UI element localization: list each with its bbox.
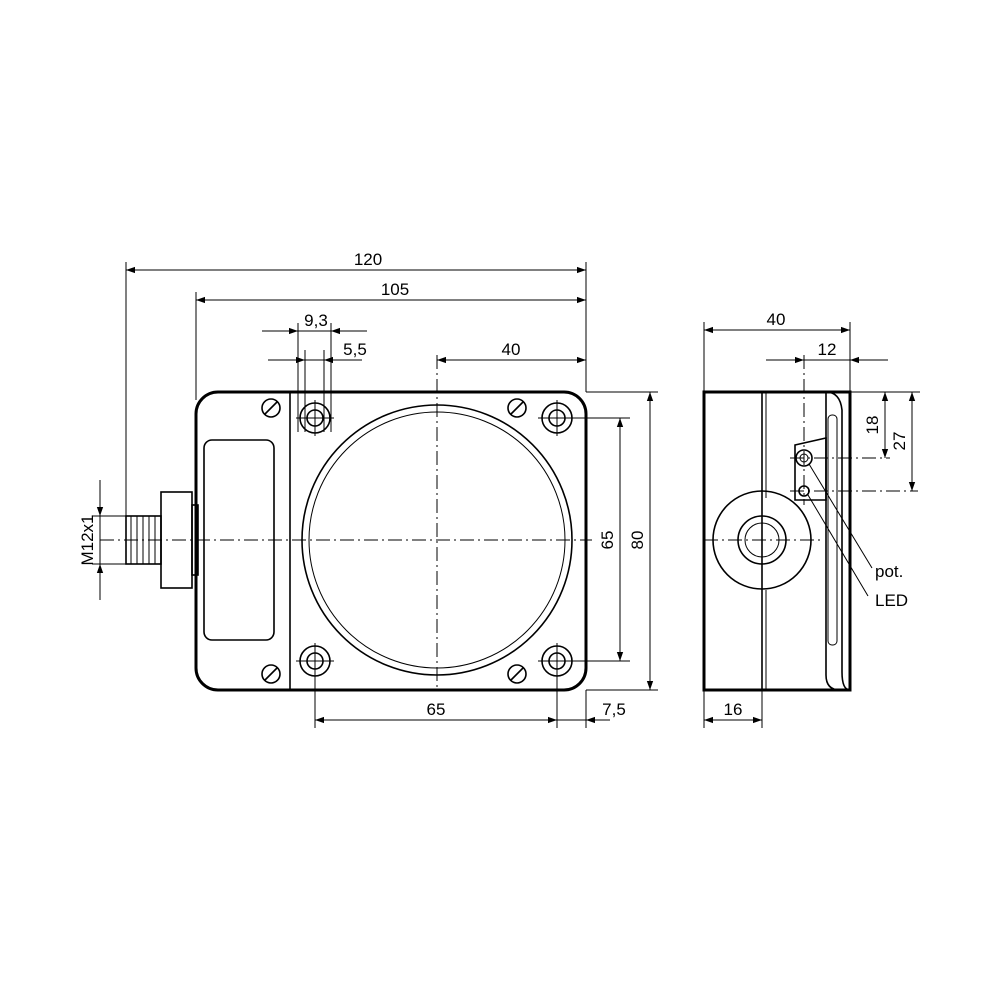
dim-9-3-label: 9,3 xyxy=(304,311,328,330)
dim-18: 18 xyxy=(850,391,920,458)
dim-27-label: 27 xyxy=(890,432,909,451)
dim-7-5: 7,5 xyxy=(557,700,626,724)
dim-16: 16 xyxy=(703,690,763,728)
dim-7-5-label: 7,5 xyxy=(602,700,626,719)
dim-80-label: 80 xyxy=(628,531,647,550)
front-housing xyxy=(194,390,588,692)
dim-105-label: 105 xyxy=(381,280,409,299)
pot-led-bracket xyxy=(794,436,827,501)
dim-m12x1-label: M12x1 xyxy=(78,514,97,565)
dim-65-horizontal-label: 65 xyxy=(427,700,446,719)
dim-40-side-label: 40 xyxy=(767,310,786,329)
dim-27: 27 xyxy=(890,392,916,491)
dim-65-vertical-label: 65 xyxy=(598,531,617,550)
dim-40-front-label: 40 xyxy=(502,340,521,359)
dim-9-3: 9,3 xyxy=(262,311,367,432)
mounting-hole-br xyxy=(538,643,576,679)
dim-12-label: 12 xyxy=(818,340,837,359)
pot-label: pot. xyxy=(875,562,903,581)
dim-5-5: 5,5 xyxy=(268,340,367,432)
dim-120: 120 xyxy=(125,250,587,516)
pot-leader xyxy=(808,463,873,569)
dim-5-5-label: 5,5 xyxy=(343,340,367,359)
led-label: LED xyxy=(875,591,908,610)
dim-65-vertical: 65 xyxy=(576,417,630,662)
front-view: 120 105 9,3 5,5 40 xyxy=(78,250,658,728)
dim-65-horizontal: 65 xyxy=(314,676,587,728)
dim-40-front: 40 xyxy=(437,340,586,364)
screw-br xyxy=(507,664,527,684)
mounting-hole-bl xyxy=(296,643,334,679)
dim-80: 80 xyxy=(586,391,658,691)
dim-105: 105 xyxy=(195,280,586,400)
screw-tr xyxy=(507,398,527,418)
screw-tl xyxy=(261,398,281,418)
side-view: 40 12 18 27 16 pot. LED xyxy=(702,310,920,728)
dim-m12x1: M12x1 xyxy=(78,480,126,600)
side-slot xyxy=(827,414,838,646)
dim-120-label: 120 xyxy=(354,250,382,269)
mounting-hole-tl xyxy=(296,400,334,436)
side-face-profile xyxy=(825,391,851,691)
dim-12: 12 xyxy=(766,340,888,364)
mounting-hole-tr xyxy=(538,400,576,436)
dim-18-label: 18 xyxy=(863,416,882,435)
side-housing xyxy=(702,390,852,692)
dim-16-label: 16 xyxy=(724,700,743,719)
screw-bl xyxy=(261,664,281,684)
led-leader xyxy=(807,494,869,597)
dim-40-side: 40 xyxy=(703,310,851,392)
